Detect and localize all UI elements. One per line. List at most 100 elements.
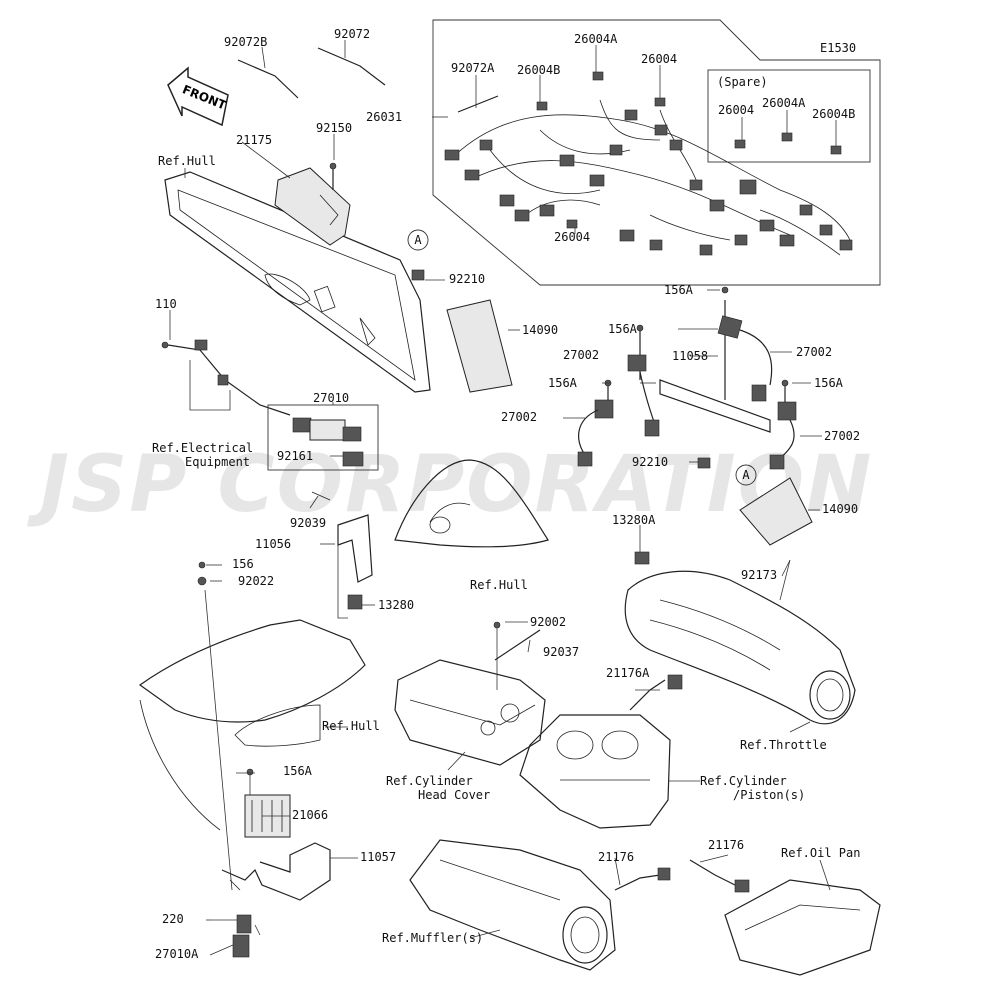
label-ref-cyl-head-2: Head Cover	[418, 788, 491, 802]
relay-27010a	[212, 914, 261, 958]
label-26031: 26031	[366, 110, 403, 124]
label-21176a: 21176A	[606, 666, 650, 680]
clip-92210-top	[411, 269, 425, 281]
tie-92072	[317, 47, 386, 86]
label-156: 156	[232, 557, 254, 571]
label-220: 220	[162, 912, 184, 926]
label-110: 110	[155, 297, 177, 311]
callout-a-bottom	[735, 464, 757, 486]
cylinder-head-cover	[394, 621, 546, 766]
label-ref-hull-2: Ref.Hull	[470, 578, 528, 592]
cover-92161	[342, 451, 364, 467]
clip-26004b	[536, 101, 548, 111]
label-92161: 92161	[277, 449, 314, 463]
bracket-11056	[311, 491, 373, 619]
label-ref-elec-2: Equipment	[185, 455, 251, 469]
hull-center	[394, 459, 549, 548]
clamp-13280a	[634, 551, 650, 565]
label-ref-oil-pan: Ref.Oil Pan	[781, 846, 861, 860]
diagram-code: E1530	[820, 41, 857, 55]
callout-a-bottom-label: A	[742, 468, 750, 482]
harness-connectors	[444, 109, 853, 256]
sensor-21176a	[629, 679, 666, 711]
label-11056: 11056	[255, 537, 292, 551]
sensor-21176-right	[689, 859, 736, 886]
pad-14090-right	[739, 477, 813, 546]
label-92039: 92039	[290, 516, 327, 530]
intake-manifold	[624, 551, 856, 725]
label-21175: 21175	[236, 133, 273, 147]
label-27002-2: 27002	[796, 345, 833, 359]
label-26004a-top: 26004A	[574, 32, 618, 46]
clip-26004-bottom	[566, 219, 578, 229]
cylinder-block	[519, 674, 683, 829]
spare-clip-26004	[734, 139, 746, 149]
label-13280a: 13280A	[612, 513, 656, 527]
label-27002-1: 27002	[563, 348, 600, 362]
spare-box	[707, 69, 871, 163]
tie-92039	[311, 491, 331, 501]
ground-wire	[161, 339, 291, 416]
gasket-92037	[494, 629, 541, 661]
spare-label: (Spare)	[717, 75, 768, 89]
label-21066: 21066	[292, 808, 329, 822]
bracket-11057	[221, 842, 331, 901]
label-ref-cyl-head-1: Ref.Cylinder	[386, 774, 473, 788]
label-92072a: 92072A	[451, 61, 495, 75]
harness-kit-outline	[432, 19, 881, 286]
label-spare-26004: 26004	[718, 103, 755, 117]
hull-panel	[164, 171, 431, 393]
spare-clip-26004b	[830, 145, 842, 155]
label-ref-cyl-piston-2: /Piston(s)	[733, 788, 806, 802]
regulator-21066	[244, 768, 291, 838]
label-92210-top: 92210	[449, 272, 486, 286]
clamp-13280	[347, 594, 363, 610]
label-26004b-top: 26004B	[517, 63, 561, 77]
label-ref-hull-3: Ref.Hull	[322, 719, 380, 733]
label-92173: 92173	[741, 568, 778, 582]
clip-92210-bottom	[697, 457, 711, 469]
callout-a-top-label: A	[414, 233, 422, 247]
label-spare-26004b: 26004B	[812, 107, 856, 121]
hull-lower	[138, 561, 366, 891]
label-26004-bottom: 26004	[554, 230, 591, 244]
label-ref-muffler: Ref.Muffler(s)	[382, 931, 484, 945]
front-arrow-icon: FRONT	[167, 66, 229, 127]
label-156a-2: 156A	[608, 322, 637, 336]
label-92150: 92150	[316, 121, 353, 135]
ecu-21175	[274, 162, 351, 246]
label-ref-cyl-piston-1: Ref.Cylinder	[700, 774, 787, 788]
oil-pan	[689, 859, 881, 976]
label-27010: 27010	[313, 391, 350, 405]
label-21176-right: 21176	[708, 838, 745, 852]
label-14090-right: 14090	[822, 502, 859, 516]
sensor-21176-mid	[614, 874, 661, 891]
sensor-27002-top	[717, 315, 743, 339]
tie-92072a	[457, 95, 499, 113]
label-11058: 11058	[672, 349, 709, 363]
label-spare-26004a: 26004A	[762, 96, 806, 110]
label-14090-top: 14090	[522, 323, 559, 337]
hose-92173	[779, 559, 791, 601]
label-11057: 11057	[360, 850, 397, 864]
tie-92072b	[237, 59, 299, 99]
label-156a-5: 156A	[283, 764, 312, 778]
callout-a-top	[407, 229, 429, 251]
label-ref-throttle: Ref.Throttle	[740, 738, 827, 752]
label-92210-bottom: 92210	[632, 455, 669, 469]
label-27010a: 27010A	[155, 947, 199, 961]
leader-lines	[169, 40, 837, 956]
label-156a-4: 156A	[814, 376, 843, 390]
label-92072: 92072	[334, 27, 371, 41]
sensor-27002-mid	[627, 354, 647, 372]
muffler	[409, 839, 671, 971]
label-27002-3: 27002	[501, 410, 538, 424]
label-92002: 92002	[530, 615, 567, 629]
sensor-27002-left	[594, 399, 614, 419]
relay-27010	[267, 404, 379, 471]
label-26004-top: 26004	[641, 52, 678, 66]
clip-26004a	[592, 71, 604, 81]
sensor-27002-right	[777, 401, 797, 421]
